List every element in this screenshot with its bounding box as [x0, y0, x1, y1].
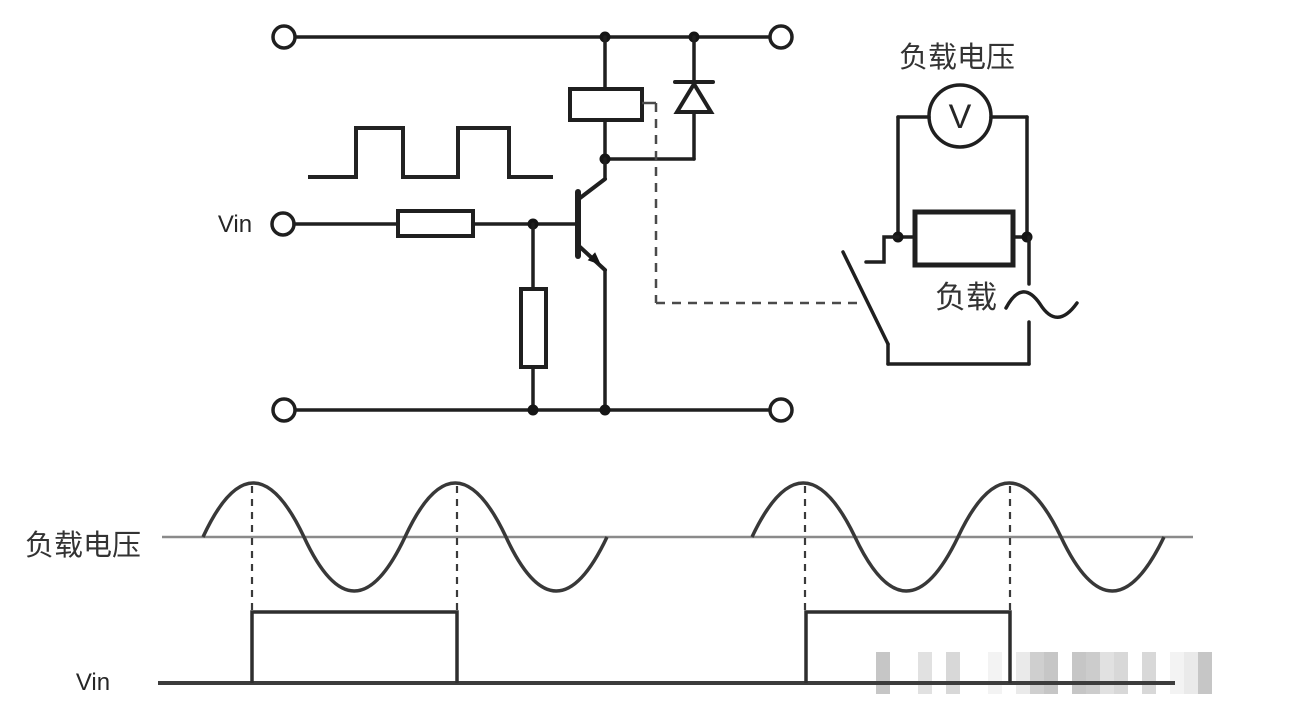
- load-circuit: 负载电压 V 负载: [841, 41, 1079, 366]
- relay-contact-link: [642, 101, 858, 305]
- watermark-block: [1030, 666, 1044, 680]
- watermark-block: [918, 652, 932, 666]
- junction-dot: [599, 404, 611, 416]
- watermark-block: [1114, 652, 1128, 666]
- watermark-block: [988, 666, 1002, 680]
- watermark-block: [1170, 666, 1184, 680]
- watermark-block: [1100, 652, 1114, 666]
- watermark-block: [1142, 666, 1156, 680]
- emitter-arrow-icon: [587, 252, 601, 265]
- sine-burst-1: [201, 481, 609, 593]
- fixed-contact: [864, 235, 900, 264]
- junction-dot: [1021, 231, 1033, 243]
- voltmeter: V: [896, 83, 1029, 239]
- watermark-block: [946, 666, 960, 680]
- ac-source-branch: [886, 235, 1079, 366]
- pulldown-resistor: [519, 222, 548, 412]
- terminal-top-right-icon: [768, 24, 794, 50]
- terminal-top-left-icon: [271, 24, 297, 50]
- npn-transistor: [575, 157, 607, 412]
- watermark-block: [1184, 666, 1198, 680]
- terminal-bottom-left-icon: [271, 397, 297, 423]
- top-rail: [271, 24, 794, 50]
- watermark-block: [1198, 652, 1212, 666]
- ac-source-icon: [1004, 290, 1079, 319]
- watermark-block: [988, 652, 1002, 666]
- load-voltage-caption: 负载电压: [899, 41, 1015, 74]
- watermark-block: [1184, 680, 1198, 694]
- waveform-vin-label: Vin: [76, 669, 110, 696]
- bottom-rail: [271, 397, 794, 423]
- watermark-block: [1114, 666, 1128, 680]
- watermark-block: [946, 652, 960, 666]
- terminal-vin-icon: [270, 211, 296, 237]
- relay-coil-icon: [568, 87, 644, 122]
- pulldown-resistor-icon: [519, 287, 548, 369]
- diode-icon: [673, 80, 715, 114]
- watermark-block: [918, 666, 932, 680]
- vin-pulse-2: [804, 610, 1012, 683]
- watermark-block: [1086, 666, 1100, 680]
- watermark-block: [1198, 666, 1212, 680]
- waveform-plot: 负载电压 Vin: [25, 481, 1212, 696]
- watermark-block: [876, 666, 890, 680]
- watermark-block: [876, 652, 890, 666]
- watermark-block: [1100, 666, 1114, 680]
- watermark-block: [1086, 652, 1100, 666]
- square-wave-sketch-icon: [308, 126, 553, 179]
- relay-contact-switch: [841, 235, 900, 366]
- load-resistor: 负载: [892, 209, 1033, 315]
- watermark-block: [1016, 652, 1030, 666]
- base-resistor-icon: [396, 209, 475, 238]
- collector-diagonal: [578, 177, 607, 200]
- load-caption: 负载: [935, 280, 997, 315]
- input-branch: Vin: [218, 209, 580, 238]
- watermark-block: [1044, 666, 1058, 680]
- voltmeter-letter: V: [949, 98, 972, 136]
- terminal-bottom-right-icon: [768, 397, 794, 423]
- watermark-block: [1170, 652, 1184, 666]
- junction-dot: [527, 404, 539, 416]
- switch-blade: [841, 250, 890, 346]
- relay-coil: [568, 35, 644, 161]
- vin-circuit-label: Vin: [218, 211, 252, 238]
- driver-circuit: Vin: [218, 24, 858, 423]
- watermark-block: [1016, 666, 1030, 680]
- waveform-load-voltage-label: 负载电压: [25, 529, 141, 562]
- watermark-block: [1044, 652, 1058, 666]
- watermark-block: [1184, 652, 1198, 666]
- load-box-icon: [912, 209, 1016, 268]
- sine-burst-2: [750, 481, 1166, 593]
- watermark-block: [1198, 680, 1212, 694]
- watermark-block: [1072, 652, 1086, 666]
- watermark-block: [1072, 666, 1086, 680]
- vin-pulse-1: [250, 610, 459, 683]
- watermark-block: [1142, 652, 1156, 666]
- watermark-block: [1030, 652, 1044, 666]
- watermark-mosaic: [876, 652, 1212, 694]
